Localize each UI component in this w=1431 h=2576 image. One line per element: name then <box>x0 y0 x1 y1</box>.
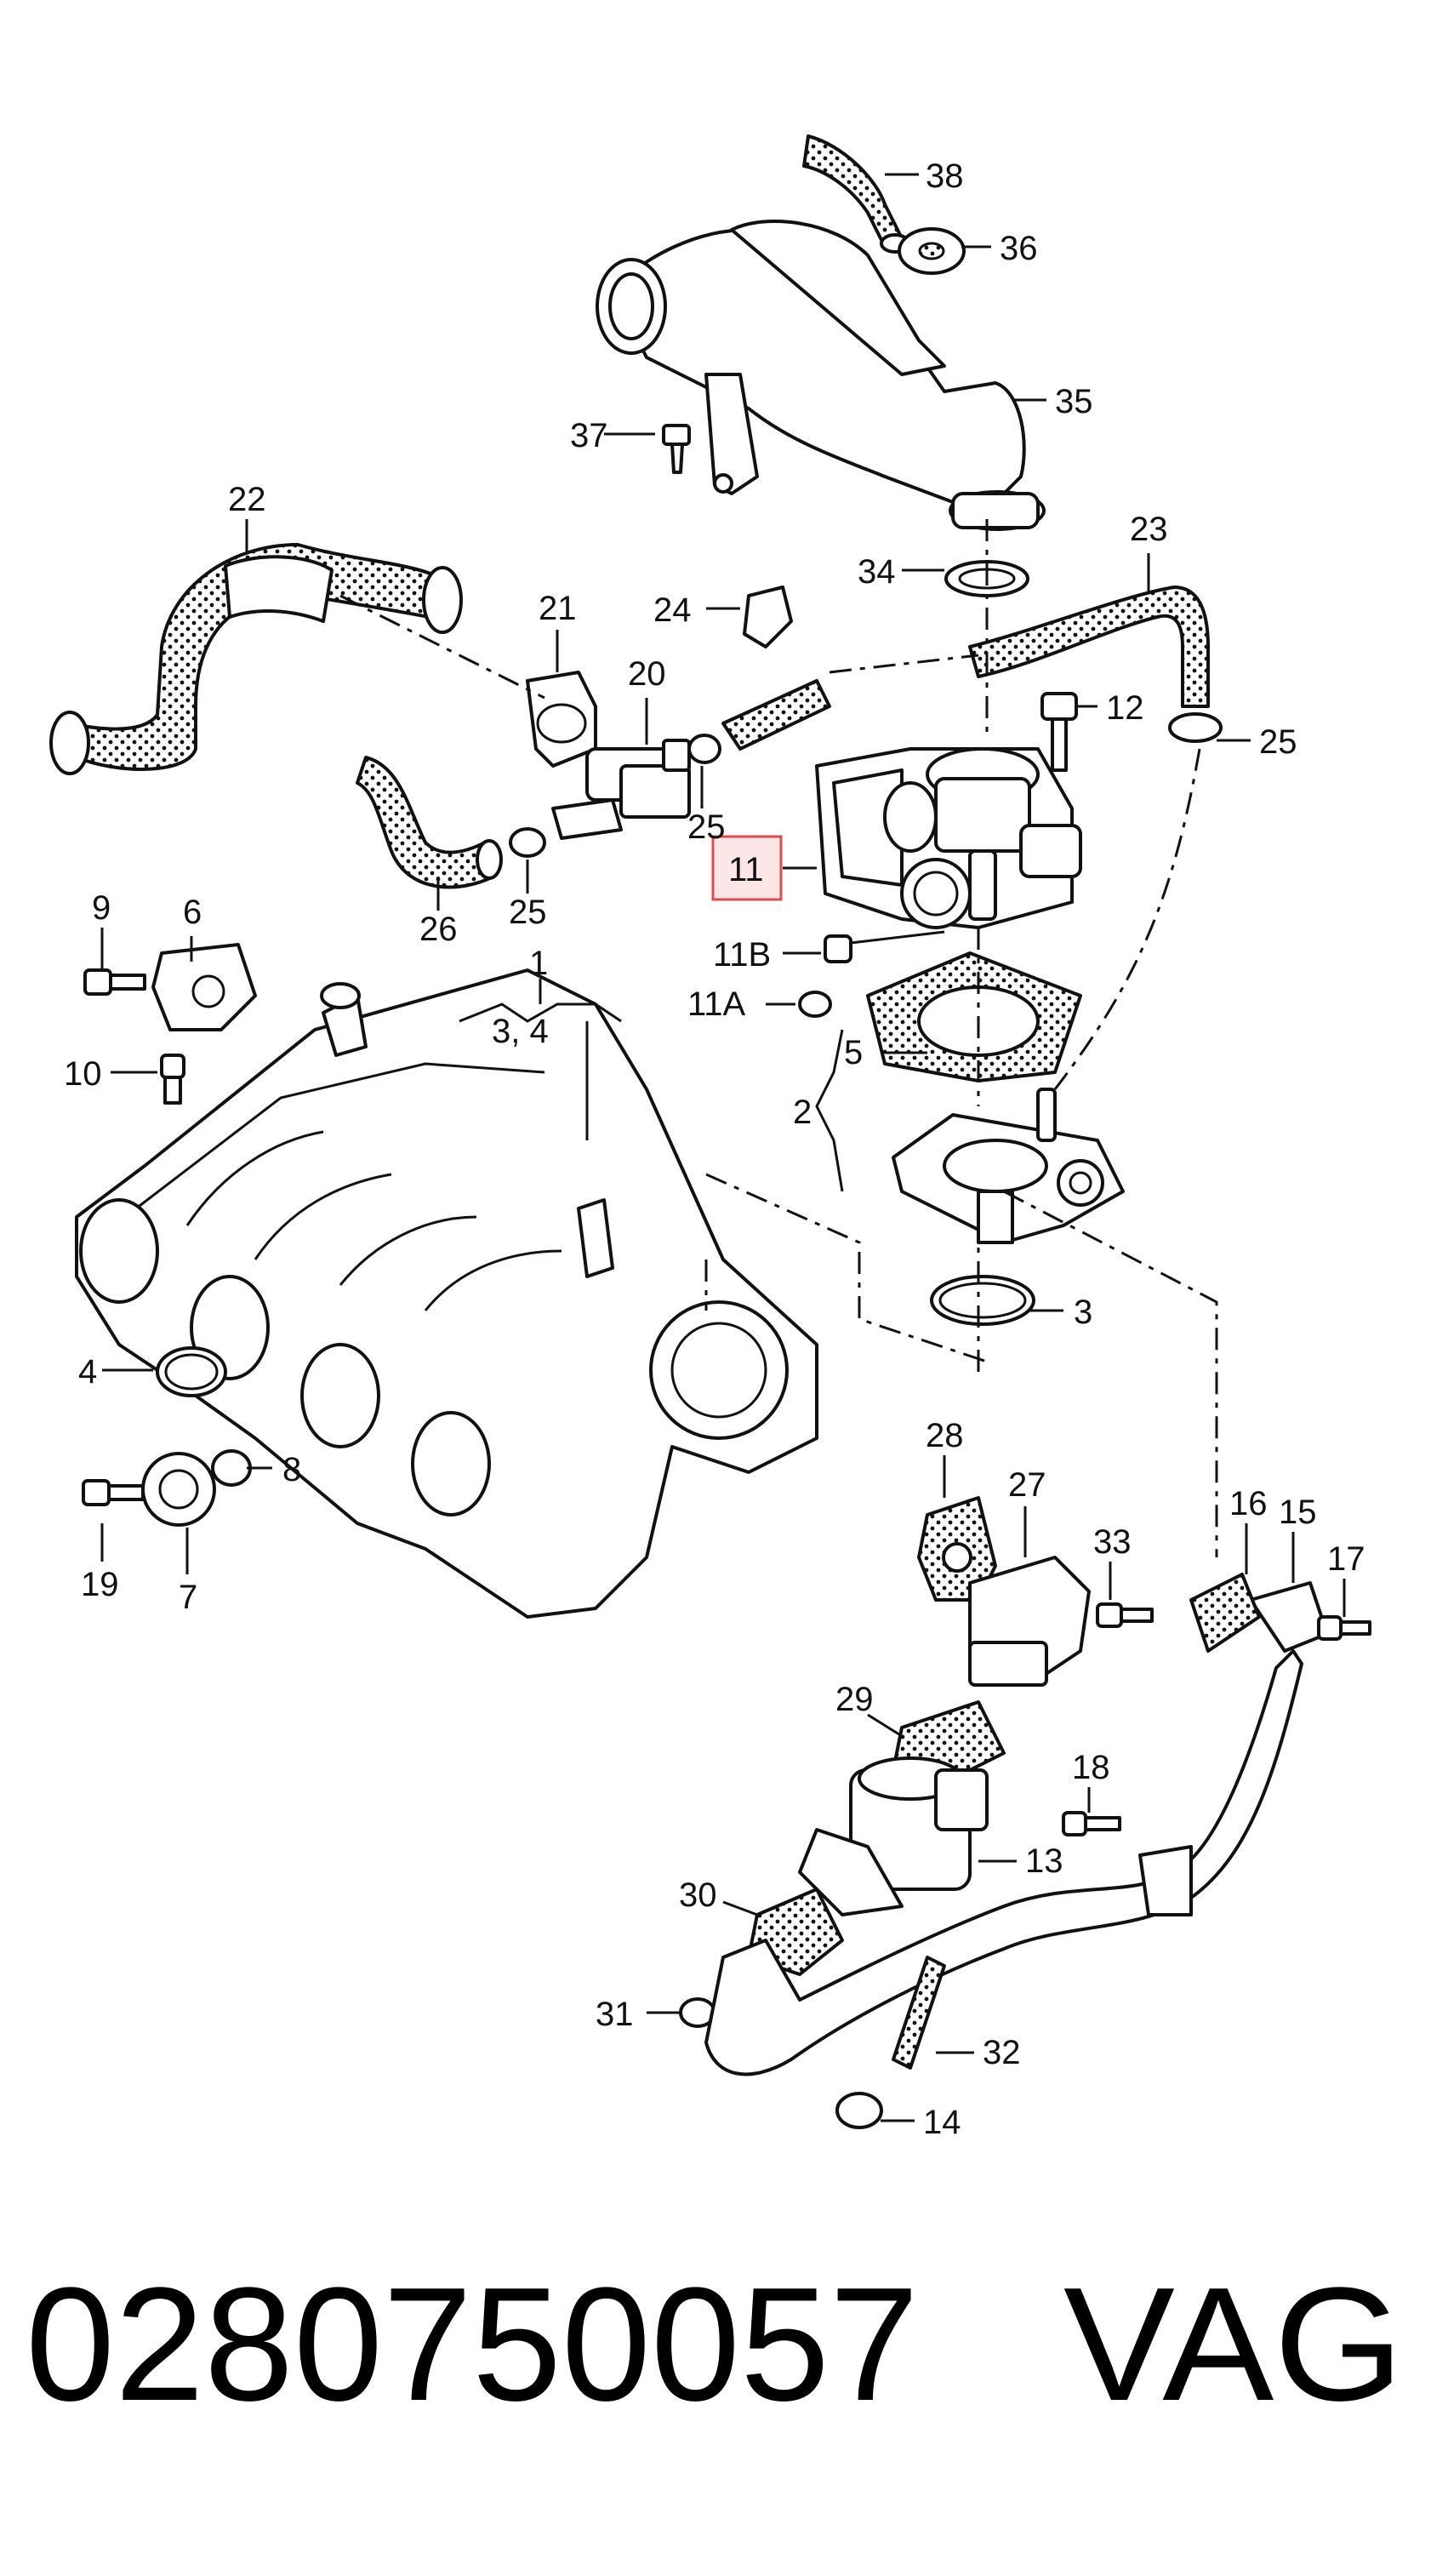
flange-2 <box>892 1088 1125 1244</box>
callout-35: 35 <box>1055 383 1093 420</box>
callout-11b: 11B <box>713 936 771 974</box>
callout-4: 4 <box>78 1353 97 1391</box>
callout-5: 5 <box>844 1034 863 1071</box>
o-ring-3 <box>930 1275 1035 1326</box>
callout-1: 1 <box>529 945 548 982</box>
callout-23: 23 <box>1130 511 1168 548</box>
screw-33 <box>1096 1602 1154 1628</box>
seal-8 <box>211 1449 252 1487</box>
clamp-25-mid <box>687 734 721 764</box>
clip-24 <box>743 585 793 648</box>
air-intake-pipe <box>596 220 1046 531</box>
callout-36: 36 <box>1000 230 1038 267</box>
callout-3: 3 <box>1074 1294 1092 1331</box>
callout-11a: 11A <box>687 985 746 1023</box>
callout-12: 12 <box>1106 689 1144 727</box>
callout-32: 32 <box>983 2034 1021 2071</box>
screw-10 <box>160 1054 185 1105</box>
hose-24-short <box>721 679 831 751</box>
grommet-36 <box>898 227 966 275</box>
hose-23 <box>968 585 1223 743</box>
callout-25-left: 25 <box>509 894 547 931</box>
screw-37 <box>662 424 691 474</box>
routing-lines <box>339 519 1218 1557</box>
callout-3-4: 3, 4 <box>492 1013 549 1050</box>
callout-16: 16 <box>1229 1485 1268 1522</box>
callout-15: 15 <box>1279 1494 1317 1531</box>
leader-lines <box>100 173 1346 2122</box>
callout-31: 31 <box>596 1996 634 2033</box>
screw-19 <box>82 1479 145 1506</box>
cap-14 <box>835 2092 883 2129</box>
callout-17: 17 <box>1327 1540 1365 1578</box>
brand: VAG <box>1063 2254 1404 2435</box>
callout-27: 27 <box>1008 1466 1046 1504</box>
callout-6: 6 <box>183 894 202 931</box>
callout-26: 26 <box>419 911 458 948</box>
callout-22: 22 <box>228 481 266 518</box>
breather-hose-22 <box>49 543 463 775</box>
callout-25-mid: 25 <box>687 808 726 846</box>
plug-11b <box>824 934 852 963</box>
callout-25-right: 25 <box>1259 723 1297 761</box>
callout-29: 29 <box>835 1681 874 1718</box>
callout-30: 30 <box>679 1876 717 1914</box>
callout-20: 20 <box>628 655 666 693</box>
callout-19: 19 <box>81 1566 119 1603</box>
clamp-25-left <box>509 827 546 858</box>
clip-21 <box>526 671 597 768</box>
callout-28: 28 <box>926 1417 964 1454</box>
callout-21: 21 <box>539 590 577 627</box>
egr-pipe-27 <box>968 1556 1091 1687</box>
highlight-box-11 <box>711 835 783 901</box>
hose-26 <box>356 756 503 889</box>
egr-tube-15 <box>704 1581 1329 2076</box>
gasket-28 <box>917 1496 997 1602</box>
callout-labels: 38 36 35 37 22 23 34 21 24 20 12 25 25 1… <box>64 157 1365 2141</box>
screw-9 <box>83 968 146 996</box>
callout-37: 37 <box>570 417 608 454</box>
valve-20 <box>551 739 691 840</box>
callout-9: 9 <box>92 889 111 927</box>
callout-8: 8 <box>282 1451 301 1488</box>
bracket-6 <box>151 943 257 1031</box>
screw-12 <box>1040 692 1078 772</box>
sleeve-32 <box>892 1956 946 2070</box>
o-ring-4 <box>156 1346 227 1397</box>
callout-34: 34 <box>858 553 896 591</box>
plug-11a <box>798 991 832 1018</box>
throttle-body <box>815 747 1082 929</box>
intake-manifold <box>75 968 818 1619</box>
gasket-16 <box>1189 1573 1261 1653</box>
callout-11: 11 <box>728 851 764 888</box>
callout-33: 33 <box>1093 1523 1132 1561</box>
callout-2: 2 <box>793 1094 812 1131</box>
screw-18 <box>1062 1811 1121 1836</box>
screw-17 <box>1317 1615 1371 1641</box>
callout-24: 24 <box>653 591 692 629</box>
sensor-7 <box>141 1452 216 1527</box>
callout-13: 13 <box>1025 1842 1063 1880</box>
callout-10: 10 <box>64 1055 102 1093</box>
egr-valve-13 <box>798 1756 989 1916</box>
callout-14: 14 <box>923 2104 961 2141</box>
gasket-5 <box>866 951 1082 1082</box>
callout-18: 18 <box>1072 1749 1110 1786</box>
callout-7: 7 <box>179 1579 197 1616</box>
part-number: 0280750057 <box>26 2254 919 2435</box>
callout-38: 38 <box>926 157 964 195</box>
